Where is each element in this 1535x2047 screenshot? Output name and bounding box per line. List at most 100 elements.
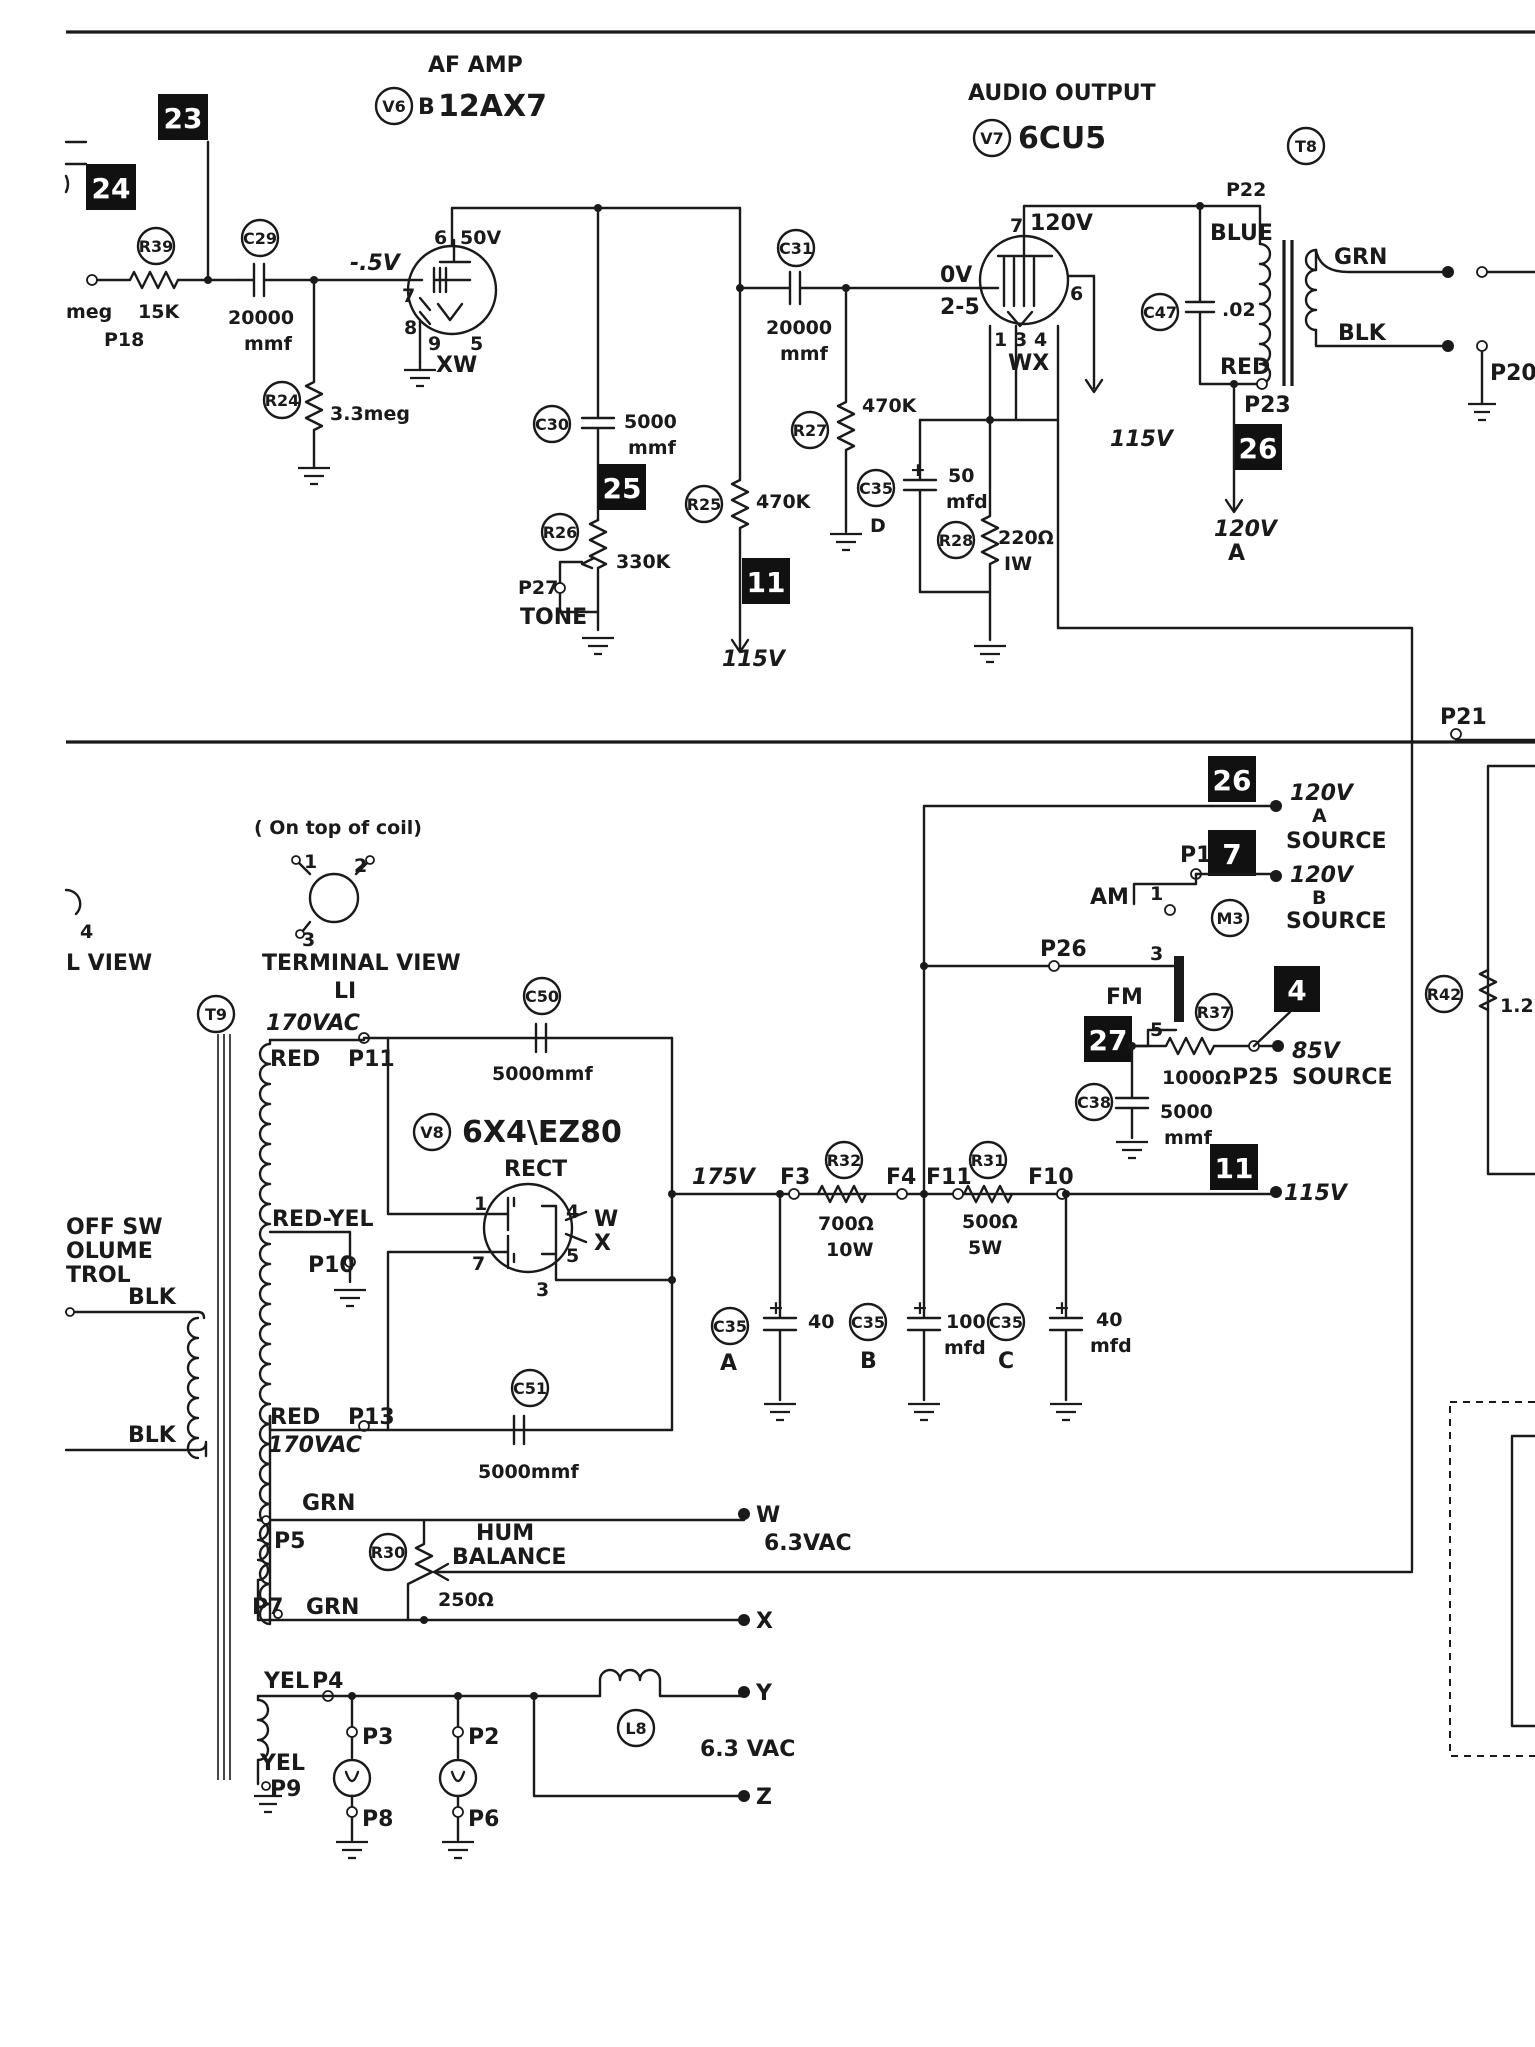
svg-text:1: 1	[1150, 883, 1163, 905]
w-label: W	[756, 1503, 780, 1528]
svg-text:M3: M3	[1216, 909, 1243, 928]
svg-text:4: 4	[1034, 329, 1047, 351]
svg-text:+: +	[910, 459, 926, 481]
svg-text:C35: C35	[713, 1317, 747, 1336]
yel-top: YEL	[263, 1669, 309, 1694]
red-yel-label: RED-YEL	[272, 1207, 374, 1232]
svg-text:50: 50	[948, 465, 974, 487]
am-label: AM	[1090, 885, 1129, 910]
svg-text:L8: L8	[625, 1719, 646, 1738]
svg-text:3.3meg: 3.3meg	[330, 403, 410, 425]
svg-text:WX: WX	[1008, 351, 1049, 376]
section-dividers	[66, 30, 1535, 744]
grn-bottom: GRN	[306, 1595, 359, 1620]
svg-text:R42: R42	[1427, 985, 1462, 1004]
svg-text:40: 40	[1096, 1309, 1122, 1331]
badge-11-bottom: 11	[1210, 1144, 1258, 1190]
yel-bottom: YEL	[259, 1751, 305, 1776]
svg-text:R25: R25	[687, 495, 722, 514]
c35c-capacitor: 100 mfd C35 C	[944, 1302, 1026, 1374]
svg-text:C35: C35	[859, 479, 893, 498]
svg-text:26: 26	[1239, 432, 1278, 465]
vac170-bottom: 170VAC	[268, 1433, 362, 1458]
hum-label: HUM	[476, 1521, 534, 1546]
meg-fragment: meg	[66, 301, 112, 323]
blk-bottom-label: BLK	[128, 1423, 177, 1448]
badge-26-top: 26	[1234, 424, 1282, 470]
r28-resistor: R28 220Ω IW	[918, 418, 1054, 642]
svg-text:mfd: mfd	[946, 491, 988, 513]
p5-label: P5	[274, 1529, 305, 1554]
source120b-l: B	[1312, 887, 1326, 909]
pilot-lamp-p3: P3 P8	[332, 1694, 393, 1842]
c51-capacitor: C51 5000mmf	[478, 1368, 579, 1483]
svg-text:50V: 50V	[460, 227, 501, 249]
tone-label: TONE	[520, 605, 587, 630]
c35-40mfd-capacitor: + 40 mfd	[1048, 1192, 1132, 1402]
svg-text:mmf: mmf	[780, 343, 829, 365]
source120b-v: 120V	[1290, 863, 1355, 888]
svg-text:10W: 10W	[826, 1239, 873, 1261]
svg-text:C47: C47	[1143, 303, 1177, 322]
badge-26-bottom: 26	[1208, 756, 1256, 802]
svg-text:3: 3	[1014, 329, 1027, 351]
svg-text:R32: R32	[827, 1151, 862, 1170]
red-top: RED	[270, 1047, 320, 1072]
balance-label: BALANCE	[452, 1545, 566, 1570]
svg-text:250Ω: 250Ω	[438, 1589, 494, 1611]
svg-text:XW: XW	[436, 353, 477, 378]
svg-text:5: 5	[566, 1245, 579, 1267]
svg-text:P6: P6	[468, 1807, 499, 1832]
svg-text:5: 5	[470, 333, 483, 355]
source120a-l: A	[1312, 805, 1327, 827]
svg-text:+: +	[912, 1297, 928, 1319]
svg-text:2-5: 2-5	[940, 295, 980, 320]
svg-text:mmf: mmf	[244, 333, 293, 355]
r27-resistor: R27 470K	[790, 286, 918, 534]
p9-label: P9	[270, 1777, 301, 1802]
badge-25: 25	[598, 464, 646, 510]
svg-text:+: +	[1054, 1297, 1070, 1319]
l8-inductor: L8	[598, 1668, 746, 1748]
svg-text:P2: P2	[468, 1725, 499, 1750]
r24-resistor: R24 3.3meg	[262, 278, 410, 466]
p21-terminal	[1450, 728, 1462, 740]
f3-label: F3	[780, 1165, 810, 1190]
v120a-label: 120V	[1214, 517, 1279, 542]
svg-text:V6: V6	[382, 97, 406, 116]
svg-text:RECT: RECT	[504, 1157, 567, 1182]
r37-resistor: R37 1000Ω	[1130, 992, 1256, 1089]
svg-text:220Ω: 220Ω	[998, 527, 1054, 549]
trol-label: TROL	[66, 1263, 131, 1288]
p18-label: P18	[104, 329, 144, 351]
pilot-lamp-p2: P2 P6	[438, 1694, 499, 1842]
svg-text:GRN: GRN	[1334, 245, 1387, 270]
svg-text:5000: 5000	[1160, 1101, 1213, 1123]
svg-text:C30: C30	[535, 415, 569, 434]
p27-label: P27	[518, 577, 558, 599]
r30-potentiometer: R30 250Ω	[368, 1518, 1414, 1622]
svg-text:8: 8	[404, 317, 417, 339]
terminal-view-label: TERMINAL VIEW	[262, 951, 461, 976]
r31-resistor: R31 500Ω 5W	[962, 1140, 1018, 1259]
vac63-b: 6.3 VAC	[700, 1737, 795, 1762]
svg-text:R28: R28	[939, 531, 974, 550]
blk-top-label: BLK	[128, 1285, 177, 1310]
svg-text:R24: R24	[265, 391, 300, 410]
svg-text:4: 4	[80, 921, 93, 943]
svg-text:mfd: mfd	[944, 1337, 986, 1359]
svg-text:C35: C35	[851, 1313, 885, 1332]
t9-transformer: T9	[186, 994, 272, 1780]
c30-capacitor: C30 5000 mmf	[532, 206, 677, 522]
volume-label: OLUME	[66, 1239, 153, 1264]
svg-text:R27: R27	[793, 421, 828, 440]
vac63-a: 6.3VAC	[764, 1531, 852, 1556]
svg-text:BLUE: BLUE	[1210, 221, 1273, 246]
svg-text:V7: V7	[980, 129, 1004, 148]
c35d-capacitor: C35 + 50 mfd D	[856, 418, 988, 594]
badge-4: 4	[1274, 966, 1320, 1012]
badge-27: 27	[1084, 1016, 1132, 1062]
right-edge-block: R42 1.2	[1424, 738, 1535, 1757]
svg-text:11: 11	[747, 566, 786, 599]
svg-text:7: 7	[1010, 215, 1023, 237]
